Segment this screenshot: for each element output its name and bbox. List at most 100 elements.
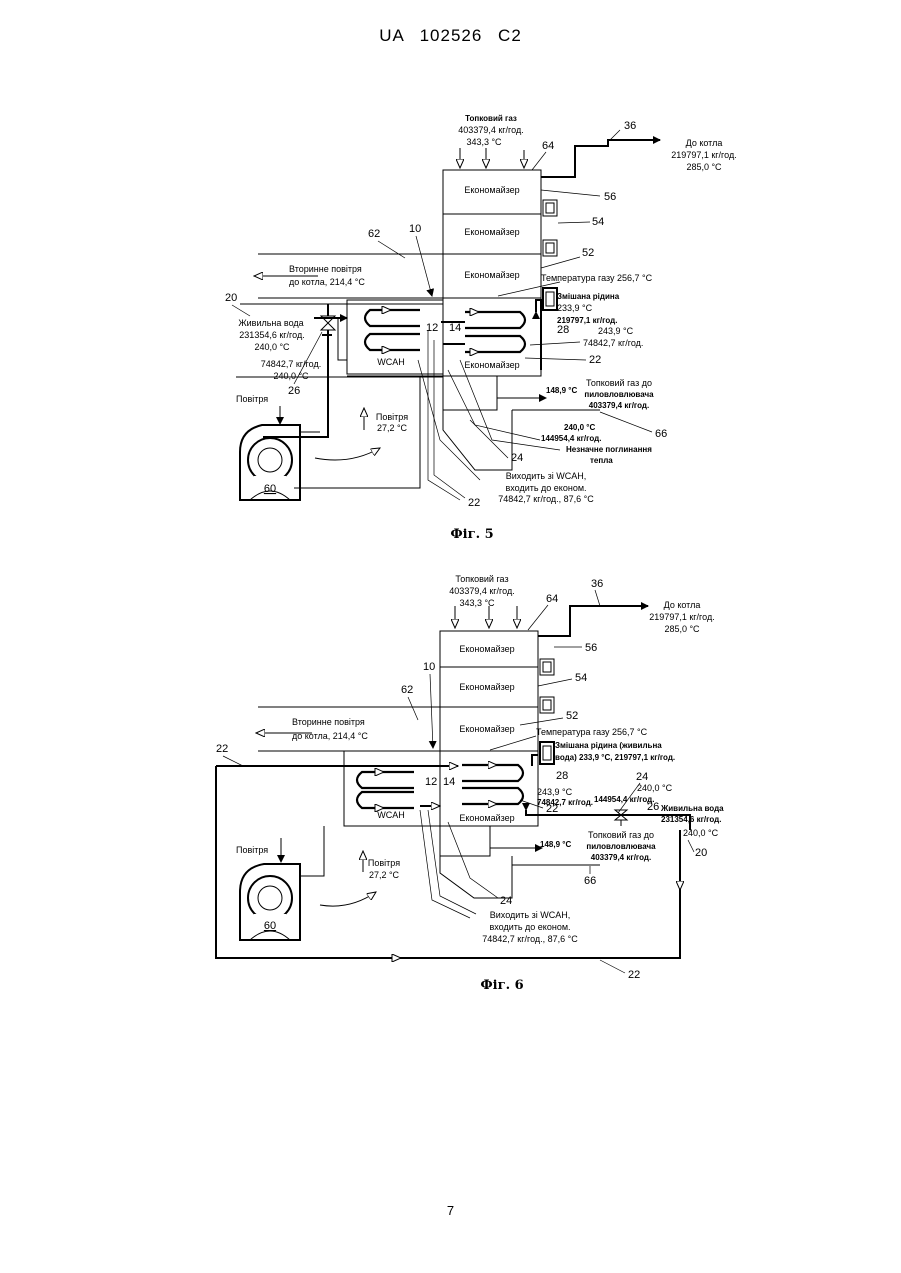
fuel-gas-flow: 403379,4 кг/год. [458,125,523,135]
feed-water-temp-6: 240,0 °C [683,828,719,838]
ref-22-6-b: 22 [546,803,558,815]
ref-64-6: 64 [546,593,558,605]
ref-56: 56 [604,191,616,203]
flow-243-temp: 243,9 °C [598,326,634,336]
ref-26: 26 [288,385,300,397]
minor-heat-label: Незначне поглинання [566,445,652,454]
fuel-gas-temp: 343,3 °C [466,137,502,147]
feed-water-flow: 231354,6 кг/год. [239,330,304,340]
wcah-label-6: WCAH [377,810,405,820]
gas-to-dust-label-6-2: пиловловлювача [586,842,656,851]
wcah-coils-6 [357,772,414,808]
economizer-tower: Економайзер Економайзер Економайзер Екон… [443,170,557,470]
fuel-gas-label-6: Топковий газ [455,574,508,584]
ref-22-6-c: 22 [628,969,640,981]
figure-6: Економайзер Економайзер Економайзер Екон… [216,574,724,993]
to-boiler-temp: 285,0 °C [686,162,722,172]
ref-62-6: 62 [401,684,413,696]
air-in-label: Повітря [236,394,268,404]
ref-12-6: 12 [425,776,437,788]
air-temp-label: Повітря [376,412,408,422]
ref-56-6: 56 [585,642,597,654]
flow-left-temp: 240,0 °C [273,371,309,381]
minor-heat-label-2: тепла [590,456,613,465]
economizer-label-6-4: Економайзер [459,813,514,823]
mixed-fluid-label-6: Змішана рідина (живильна [555,741,662,750]
air-temp-label-6: Повітря [368,858,400,868]
flow-243-rate: 74842,7 кг/год. [583,338,643,348]
ref-52-6: 52 [566,710,578,722]
ref-54: 54 [592,216,604,228]
bypass-flow: 144954,4 кг/год. [541,434,601,443]
wcah-label: WCAH [377,357,405,367]
economizer-coils [465,312,525,352]
fan-60-6: 60 [240,864,300,940]
exit-wcah-6-1: Виходить зі WCAH, [490,910,570,920]
page-number: 7 [0,1203,901,1218]
fuel-gas-label: Топковий газ [465,114,517,123]
ref-62: 62 [368,228,380,240]
ref-66-6: 66 [584,875,596,887]
gas-temperature-label: Температура газу 256,7 °C [541,273,653,283]
flow-left-rate: 74842,7 кг/год. [261,359,321,369]
mixed-fluid-label: Змішана рідина [557,292,620,301]
ref-14: 14 [449,322,461,334]
gas-to-dust-flow-6: 403379,4 кг/год. [591,853,651,862]
ref-64: 64 [542,140,554,152]
gas-out-temp: 148,9 °C [546,386,577,395]
ref-54-6: 54 [575,672,587,684]
gas-temperature-label-6: Температура газу 256,7 °C [536,727,648,737]
exit-wcah-3: 74842,7 кг/год., 87,6 °C [498,494,594,504]
ref-28-6: 28 [556,770,568,782]
feed-water-label-6: Живильна вода [660,804,724,813]
feed-water-label: Живильна вода [238,318,303,328]
ref-24-6-a: 24 [636,771,648,783]
figure-5: Економайзер Економайзер Економайзер Екон… [225,114,737,542]
exit-wcah-1: Виходить зі WCAH, [506,471,586,481]
bypass-flow-6: 144954,4 кг/год. [594,795,654,804]
economizer-label-3: Економайзер [464,270,519,280]
air-in-label-6: Повітря [236,845,268,855]
ref-22-6-a: 22 [216,743,228,755]
economizer-label-2: Економайзер [464,227,519,237]
ref-36-6: 36 [591,578,603,590]
to-boiler-label: До котла [686,138,723,148]
ref-28: 28 [557,324,569,336]
fuel-gas-temp-6: 343,3 °C [459,598,495,608]
economizer-label-6-1: Економайзер [459,644,514,654]
secondary-air-label-6: Вторинне повітря [292,717,365,727]
gas-to-dust-label-6: Топковий газ до [588,830,654,840]
secondary-air-temp-6: до котла, 214,4 °C [292,731,368,741]
ref-26-6: 26 [647,801,659,813]
figure-6-caption: Фіг. 6 [480,978,523,993]
ref-20-6: 20 [695,847,707,859]
exit-wcah-6-2: входить до економ. [489,922,570,932]
bypass-temp-6: 240,0 °C [637,783,673,793]
air-temp-value: 27,2 °C [377,423,408,433]
secondary-air-label: Вторинне повітря [289,264,362,274]
ref-66: 66 [655,428,667,440]
bypass-temp: 240,0 °C [564,423,595,432]
ref-36: 36 [624,120,636,132]
economizer-coils-6 [462,765,523,804]
gas-out-temp-6: 148,9 °C [540,840,571,849]
flow-243-temp-6: 243,9 °C [537,787,573,797]
figure-5-caption: Фіг. 5 [450,527,493,542]
ref-52: 52 [582,247,594,259]
mixed-fluid-flow-6: вода) 233,9 °C, 219797,1 кг/год. [555,753,675,762]
economizer-label-6-3: Економайзер [459,724,514,734]
gas-to-dust-label: Топковий газ до [586,378,652,388]
gas-to-dust-flow: 403379,4 кг/год. [589,401,649,410]
exit-wcah-6-3: 74842,7 кг/год., 87,6 °C [482,934,578,944]
exit-wcah-2: входить до економ. [505,483,586,493]
economizer-label-6-2: Економайзер [459,682,514,692]
ref-20: 20 [225,292,237,304]
to-boiler-flow: 219797,1 кг/год. [671,150,736,160]
ref-22-b: 22 [468,497,480,509]
ref-60: 60 [264,483,276,495]
air-temp-value-6: 27,2 °C [369,870,400,880]
ref-10: 10 [409,223,421,235]
wcah-coils [365,310,420,350]
ref-24: 24 [511,452,523,464]
